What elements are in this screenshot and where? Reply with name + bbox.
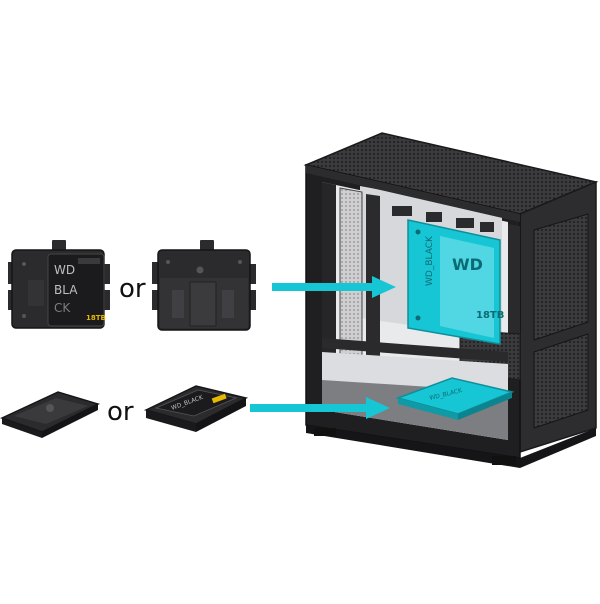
case-bottom	[306, 425, 596, 468]
tray-slot	[392, 206, 412, 216]
arrow-bottom	[250, 397, 390, 419]
tray-slot	[456, 218, 474, 228]
drive-label-ck: CK	[54, 301, 71, 315]
case-side-mesh-upper	[533, 213, 589, 341]
drive-label-wd: WD	[54, 263, 75, 277]
hdd-bracket-option-a: WD BLA CK 18TB	[8, 240, 110, 329]
tray-slot	[480, 222, 494, 232]
ssd-with-tray-option-d: WD_BLACK	[143, 385, 249, 432]
case-foot	[314, 428, 336, 436]
drive-label-capacity: 18TB	[86, 314, 106, 322]
case-top-lip	[306, 165, 520, 222]
or-label-top: or	[119, 274, 146, 304]
arrow-top	[272, 276, 396, 298]
case-rear-mesh	[508, 224, 520, 338]
case-foot	[492, 456, 516, 465]
hdd-in-case: WD_BLACK WD 18TB	[407, 219, 504, 345]
drive-side-text: WD_BLACK	[425, 235, 435, 286]
drive-label-bla: BLA	[54, 283, 78, 297]
drive-brand-wd: WD	[452, 255, 483, 274]
case-side-mesh-lower	[533, 333, 589, 429]
or-label-bottom: or	[107, 397, 134, 427]
ssd-in-case: WD_BLACK	[395, 377, 515, 420]
drive-capacity: 18TB	[476, 310, 504, 321]
tray-slot	[426, 212, 442, 222]
psu-shroud-top	[322, 338, 508, 362]
hdd-bracket-option-b	[152, 240, 256, 331]
ssd-tray-option-c	[0, 391, 101, 438]
